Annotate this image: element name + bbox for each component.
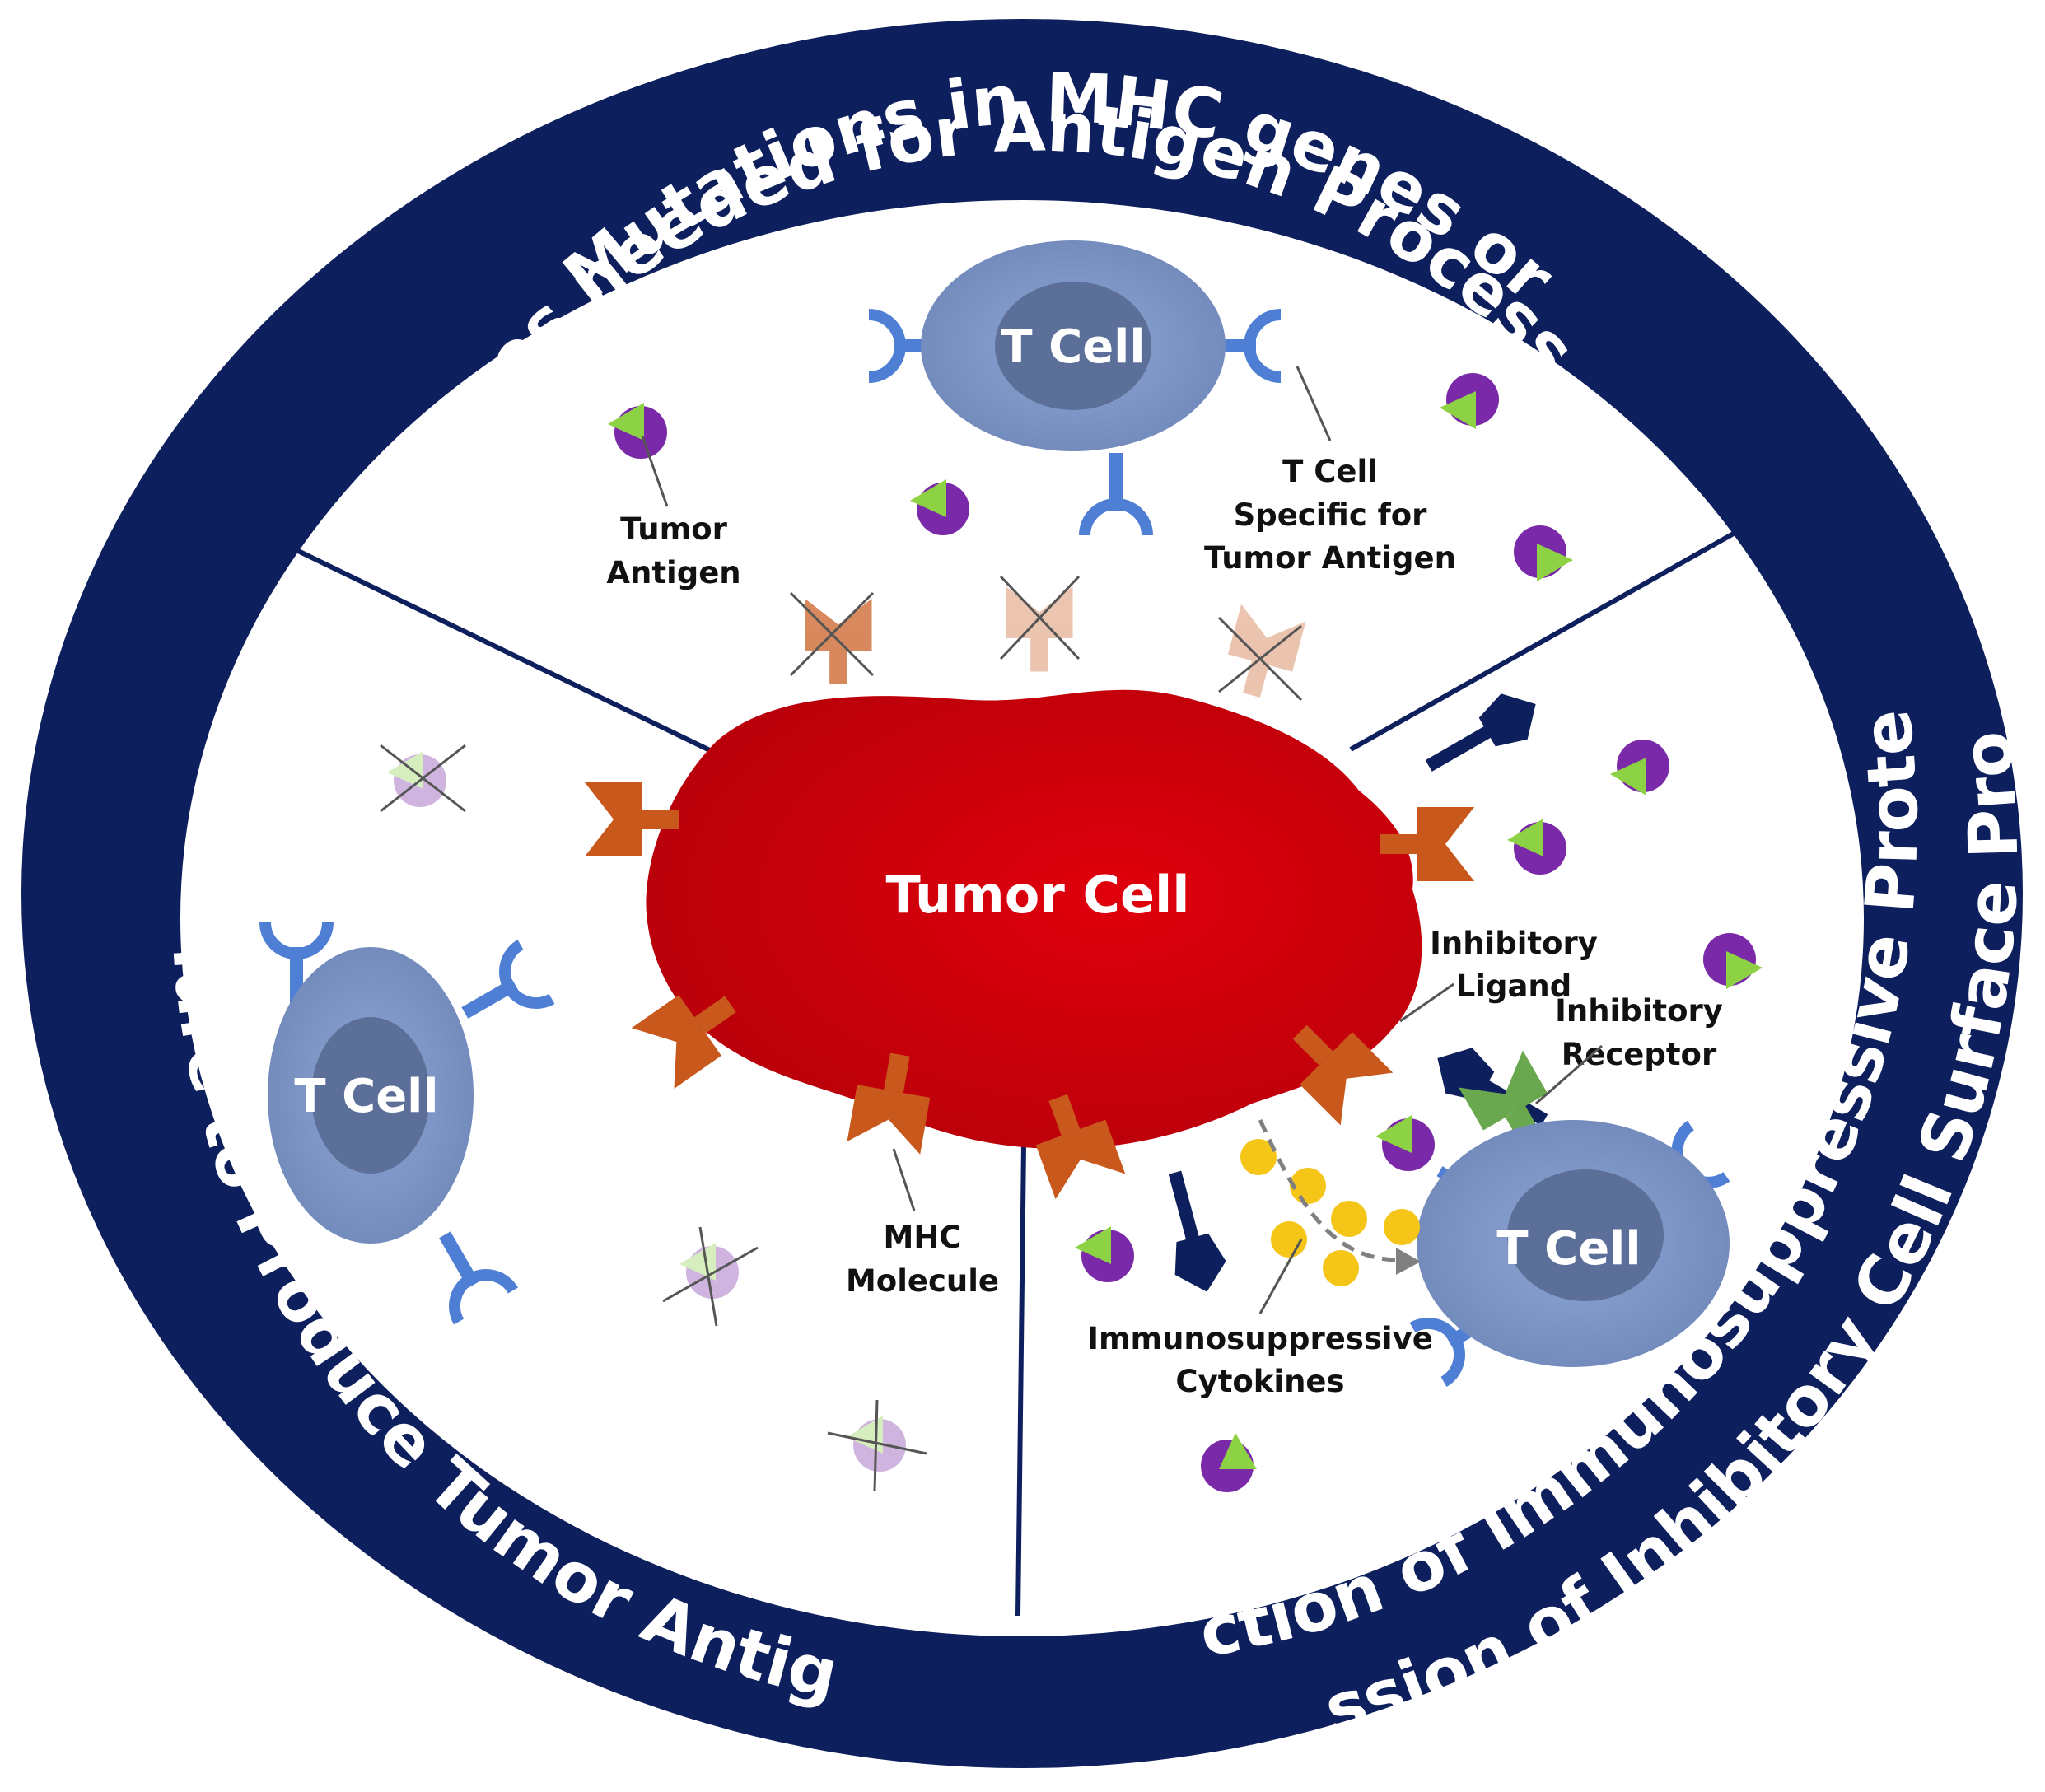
label-inhibitory-ligand-2: Ligand — [1456, 968, 1572, 1004]
leader-inhibitory-ligand — [1399, 982, 1454, 1023]
cytokine-icon — [1323, 1250, 1359, 1286]
cytokine-icon — [1240, 1139, 1277, 1175]
leader-inhibitory-receptor — [1535, 1044, 1603, 1105]
label-t-cell-specific-3: Tumor Antigen — [1204, 540, 1456, 576]
t-cell-label-right: T Cell — [1496, 1222, 1641, 1276]
leader-t-cell-specific — [1296, 366, 1332, 441]
cytokine-icon — [1271, 1221, 1307, 1258]
label-inhibitory-receptor-2: Receptor — [1562, 1037, 1717, 1072]
arrowhead-icon — [1396, 1248, 1421, 1275]
t-cell-right: T Cell — [1408, 1120, 1730, 1382]
cytokine-icon — [1290, 1168, 1326, 1204]
t-cell-top: T Cell — [869, 240, 1281, 535]
label-cytokines-2: Cytokines — [1175, 1364, 1344, 1399]
t-cell-label-left: T Cell — [294, 1070, 438, 1123]
cross-marks-left — [380, 744, 927, 1491]
leader-cytokines — [1258, 1239, 1303, 1314]
label-inhibitory-ligand-1: Inhibitory — [1430, 926, 1598, 961]
divider-left — [295, 548, 718, 756]
label-t-cell-specific-1: T Cell — [1282, 454, 1378, 489]
leader-tumor-antigen — [641, 436, 669, 507]
t-cell-left: T Cell — [265, 922, 552, 1322]
label-mhc-2: Molecule — [846, 1263, 999, 1299]
label-inhibitory-receptor-1: Inhibitory — [1555, 993, 1723, 1029]
tumor-cell-label: Tumor Cell — [885, 865, 1189, 925]
cytokine-icon — [1384, 1209, 1420, 1245]
tumor-cell — [646, 689, 1422, 1149]
label-t-cell-specific-2: Specific for — [1234, 497, 1428, 533]
label-tumor-antigen-1: Tumor — [620, 511, 727, 547]
leader-mhc — [892, 1148, 916, 1211]
divider-bottom — [1015, 1144, 1026, 1617]
label-mhc-1: MHC — [884, 1220, 962, 1255]
cross-marks-top — [789, 575, 1303, 702]
cytokine-icon — [1331, 1201, 1367, 1237]
t-cell-label-top: T Cell — [1001, 320, 1145, 374]
cytokine-cluster — [1240, 1139, 1420, 1286]
label-cytokines-1: Immunosuppressive — [1087, 1321, 1433, 1356]
label-tumor-antigen-2: Antigen — [606, 555, 740, 590]
divider-right — [1349, 529, 1739, 752]
